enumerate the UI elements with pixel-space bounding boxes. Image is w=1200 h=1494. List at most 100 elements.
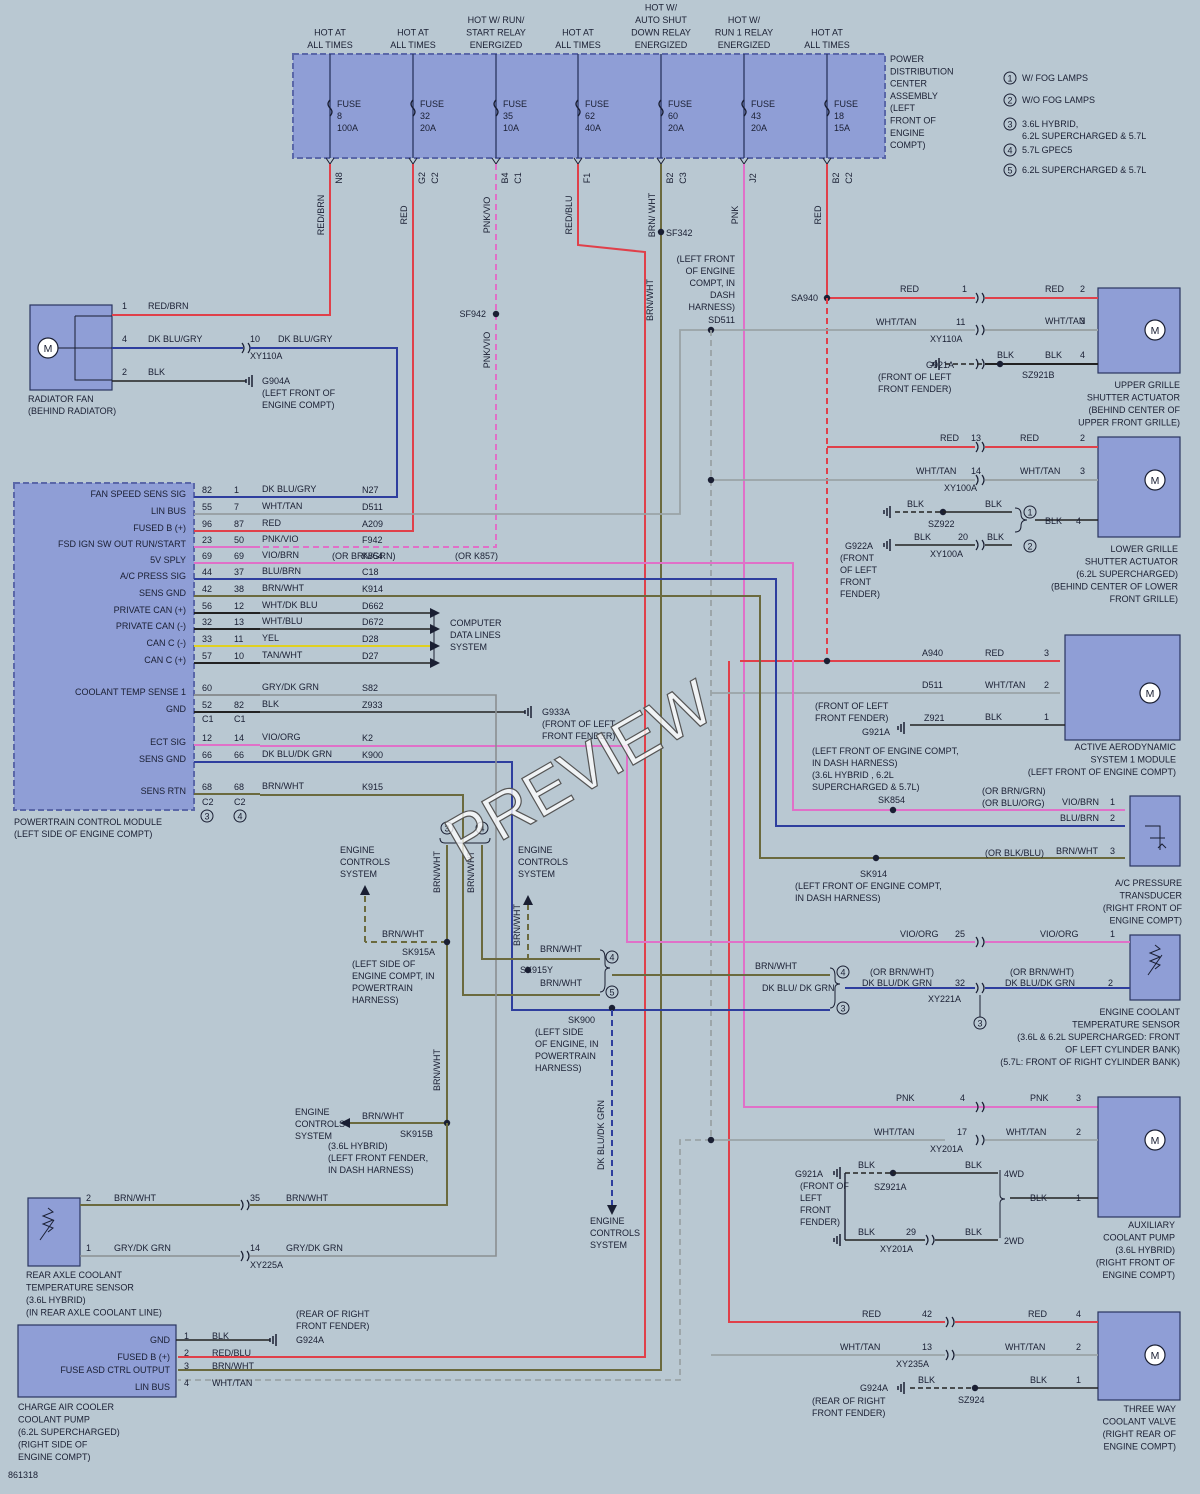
fuse-number: 43 [751,111,761,121]
fuse-number: 18 [834,111,844,121]
fuse-number: 8 [337,111,342,121]
fuse-hot-label: HOT W/ RUN/ [468,15,525,25]
xy110a-pin: 10 [250,334,260,344]
lg-brace [1014,507,1028,533]
brn-wht-vertical: BRN/WHT [645,279,655,321]
g924a-note: (REAR OF RIGHT [296,1309,370,1319]
pcm-pin-c2: 14 [234,733,244,743]
lg-opt1: 1 [1027,508,1032,518]
sk915-opt4-circle [475,821,489,835]
lg-blk-a-label2: BLK [985,499,1002,509]
tw-ground-note: (REAR OF RIGHT [812,1396,886,1406]
pcm-wire-color: BLK [262,699,279,709]
aux-wl2: WHT/TAN [874,1127,914,1137]
xy225a-conn-icon-1 [240,1199,250,1211]
pcm-circuit: D28 [362,634,379,644]
sk854-note: IN DASH HARNESS) [812,758,898,768]
sk915b-wire: BRN/WHT [362,1111,404,1121]
radiator-fan-label: RADIATOR FAN [28,394,94,404]
aux-2wd: 2WD [1004,1236,1025,1246]
aero-ground-note: (FRONT OF LEFT [815,701,889,711]
fuse-pin: N8 [334,172,344,184]
ect-opt3b-circle [836,1001,850,1015]
pcm-wire-color: BLU/BRN [262,566,301,576]
ect-sensor-label: (5.7L: FRONT OF RIGHT CYLINDER BANK) [1000,1057,1180,1067]
pcm-label: (LEFT SIDE OF ENGINE COMPT) [14,829,152,839]
engine-coolant-temp-sensor [1129,934,1181,1001]
aux-pump-motor-icon-glyph: M [1151,1135,1160,1147]
pcm-circuit: K854 [362,551,383,561]
data-arrow-icon [430,608,440,618]
pcm-circuit: D662 [362,601,384,611]
xy225a-conn-icon-2 [240,1250,250,1262]
fuse-hot-label: HOT AT [397,28,429,38]
fuse-amps: 20A [751,123,767,133]
sk915y-opt5-circle [605,985,619,999]
tw-p3: 1 [1076,1375,1081,1385]
pcm-pin-c1: 23 [202,535,212,545]
brn-wht-v2: BRN/WHT [466,851,476,893]
fuse-amps: 40A [585,123,601,133]
arrow-up-icon [360,885,370,895]
ect-conn: XY221A [928,994,961,1004]
xy201a-conn-icon-1 [975,1101,985,1113]
sk915y-opt4: 4 [609,953,614,963]
ect-wr1: VIO/ORG [1040,929,1079,939]
g933a-note: FRONT FENDER) [542,731,615,741]
upper-grille-pin: 3 [1080,316,1085,326]
pcm-pin-name: COOLANT TEMP SENSE 1 [75,687,186,697]
legend-text: 6.2L SUPERCHARGED & 5.7L [1022,131,1146,141]
upper-grille-wire-r: BLK [1045,350,1062,360]
fuse-wire-color: PNK/VIO [482,197,492,234]
wire-blu-brn [260,578,1125,827]
legend-text: 6.2L SUPERCHARGED & 5.7L [1022,165,1146,175]
pcm-wire-color: BRN/WHT [262,781,304,791]
aero-pin: 3 [1044,648,1049,658]
three-way-label: ENGINE COMPT) [1103,1442,1176,1452]
aux-wr1: PNK [1030,1093,1049,1103]
g933a-label: G933A [542,707,570,717]
rear-axle-coolant-temp-sensor [27,1197,81,1267]
lg-blk: BLK [1045,516,1062,526]
fuse-icon [327,99,333,117]
legend-number: 3 [1007,120,1012,130]
wire-vio-org-ect [260,745,975,943]
fuse-amps: 15A [834,123,850,133]
fuse-hot-label: ALL TIMES [307,40,353,50]
fuse-wire-color: RED [399,205,409,225]
pcm-circuit: K2 [362,733,373,743]
aux-pump-label: AUXILIARY [1128,1220,1175,1230]
pcm-pin-c2: 69 [234,551,244,561]
pcm-wire-color: WHT/TAN [262,501,302,511]
charge-air-pin: 2 [184,1348,189,1358]
auxiliary-coolant-pump [1097,1096,1181,1218]
charge-air-label: ENGINE COMPT) [18,1452,91,1462]
engine-ctrl-label-4: SYSTEM [295,1131,332,1141]
tw-ground-note: FRONT FENDER) [812,1408,885,1418]
power-distribution-center [292,53,886,159]
aux-blk3: BLK [965,1227,982,1237]
aux-ground-note: FRONT [800,1205,831,1215]
upper-grille-label: UPPER FRONT GRILLE) [1078,418,1180,428]
rear-axle-label: TEMPERATURE SENSOR [26,1283,134,1293]
rear-axle-label: (IN REAR AXLE COOLANT LINE) [26,1308,162,1318]
sz921a-label: SZ921A [874,1182,907,1192]
pcm-pin-c2: 13 [234,617,244,627]
charge-air-label: COOLANT PUMP [18,1415,90,1425]
fuse-wire-color: RED/BLU [564,195,574,234]
active-aero-label: ACTIVE AERODYNAMIC [1074,742,1176,752]
thermistor-icon [1147,944,1163,976]
pcm-pin-c1: 68 [202,782,212,792]
ect-dkblu: DK BLU/ DK GRN [762,983,835,993]
lower-grille-motor-icon [1144,469,1166,491]
pcm-pin-name: SENS RTN [141,786,186,796]
legend-number-circle [1003,143,1017,157]
brn-wht-v1: BRN/WHT [432,851,442,893]
fuse-wire-color: BRN/ WHT [647,192,657,237]
xy110a-label: XY110A [250,351,282,361]
aux-cp2: 17 [957,1127,967,1137]
pcm-pin-c1: 56 [202,601,212,611]
pcm-pin-name: 5V SPLY [150,555,186,565]
pcm-pin-name: PRIVATE CAN (-) [116,621,186,631]
fuse-conn: C3 [678,172,688,184]
